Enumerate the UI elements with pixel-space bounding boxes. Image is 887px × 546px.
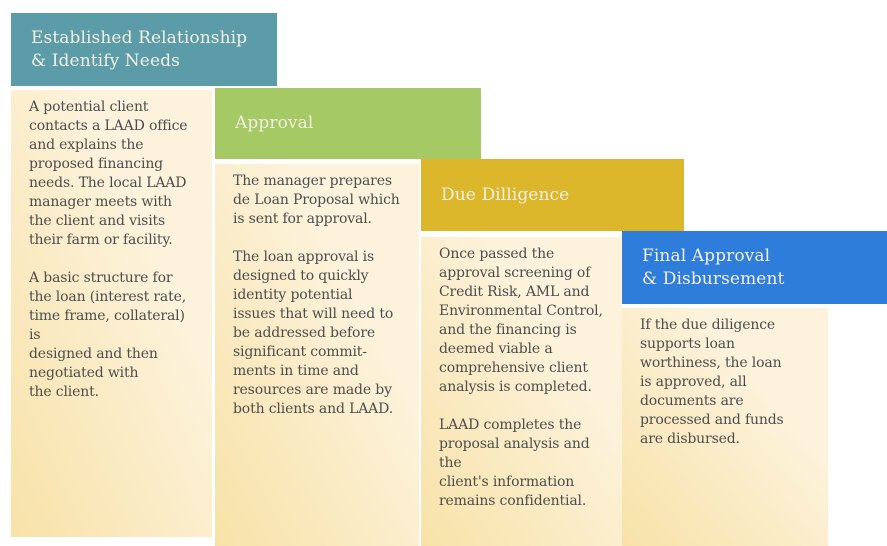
stage-body-final-approval-disbursement: If the due diligence supports loan worth…: [622, 308, 828, 546]
stage-title-final-approval-disbursement: Final Approval & Disbursement: [642, 245, 785, 289]
stage-header-established-relationship: Established Relationship & Identify Need…: [11, 13, 277, 86]
stage-body-approval: The manager prepares de Loan Proposal wh…: [215, 164, 419, 546]
stage-header-final-approval-disbursement: Final Approval & Disbursement: [622, 231, 887, 304]
stage-title-established-relationship: Established Relationship & Identify Need…: [31, 27, 248, 71]
stage-body-established-relationship: A potential client contacts a LAAD offic…: [11, 90, 212, 537]
stage-title-approval: Approval: [235, 113, 314, 133]
stage-text-established-relationship: A potential client contacts a LAAD offic…: [29, 99, 188, 400]
stage-text-due-dilligence: Once passed the approval screening of Cr…: [439, 246, 603, 509]
stage-header-approval: Approval: [215, 88, 481, 159]
stage-text-final-approval-disbursement: If the due diligence supports loan worth…: [640, 317, 784, 447]
stage-header-due-dilligence: Due Dilligence: [421, 159, 684, 231]
stage-title-due-dilligence: Due Dilligence: [441, 184, 570, 205]
stage-text-approval: The manager prepares de Loan Proposal wh…: [233, 173, 400, 417]
stage-body-due-dilligence: Once passed the approval screening of Cr…: [421, 237, 622, 546]
